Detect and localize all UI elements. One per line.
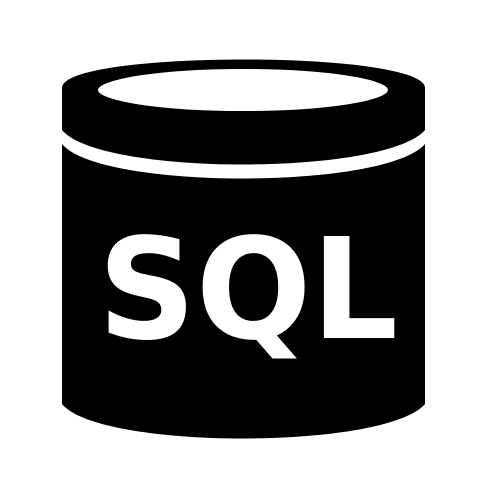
cylinder-body xyxy=(62,144,425,439)
cylinder-top-opening xyxy=(96,67,390,113)
sql-label: SQL xyxy=(98,209,398,372)
